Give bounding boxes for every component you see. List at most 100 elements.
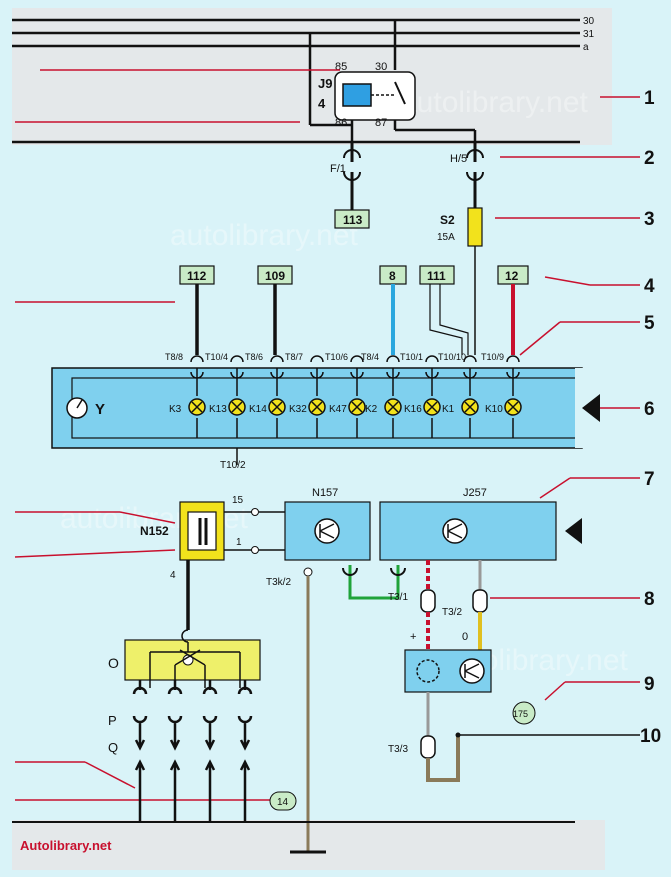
leader-lines [14,69,640,801]
ref-175: 175 [513,709,528,719]
n152-pin-4: 4 [170,570,176,581]
lamp-label: K3 [169,404,182,415]
warning-lamp: K10 [485,368,522,438]
callout-7: 7 [644,469,655,490]
sensor-zero: 0 [462,631,468,643]
relay-name: J9 [318,76,332,91]
warning-lamp: K1 [442,368,479,438]
warning-lamp: K14 [249,368,286,438]
terminal-t3k2: T3k/2 [266,577,291,588]
terminal-t10-2: T10/2 [220,460,246,471]
terminal-connector [386,355,400,379]
callout-3: 3 [644,209,655,230]
terminal-labels: T8/8 T10/4 T8/6 T8/7 T10/6 T8/4 T10/1 T10/10 T10… [165,352,520,379]
lamp-label: K1 [442,404,455,415]
lamp-label: K13 [209,404,227,415]
output-wire [202,680,218,822]
terminal-connector [270,355,284,379]
ref-box-113 [334,209,370,229]
bus-label-a: a [583,42,589,53]
lamp-label: K47 [329,404,347,415]
warning-lamp: K3 [169,368,206,438]
warning-lamp: K16 [404,368,441,438]
distributor-o [124,639,261,681]
module-arrow [565,518,582,544]
distributor-wires [132,680,253,822]
lamp-label: K10 [485,404,503,415]
footer-site: Autolibrary.net [20,838,112,853]
fuse-name: S2 [440,213,455,227]
output-wire [167,680,183,822]
callout-2: 2 [644,148,655,169]
module-n157 [284,501,371,561]
n152-pin-1: 1 [236,537,242,548]
gauge-label: Y [95,401,105,418]
lamp-label: K2 [365,404,378,415]
callout-6: 6 [644,399,655,420]
fuse-s2 [467,207,483,247]
warning-lamp: K13 [209,368,246,438]
callout-1: 1 [644,88,655,109]
distributor-label-q: Q [108,740,118,755]
callout-4: 4 [644,276,655,297]
n152-pin-15: 15 [232,495,244,506]
terminal-connector [463,355,477,379]
terminal-label: T8/6 [245,352,263,362]
terminal-label: T10/4 [205,352,228,362]
connector-h5: H/5 [450,153,467,165]
relay-pin-86: 86 [335,117,347,129]
terminal-connector [230,355,244,379]
terminal-t3-3: T3/3 [388,744,408,755]
power-bus [12,18,580,144]
distributor-label-p: P [108,713,117,728]
callout-9: 9 [644,674,655,695]
terminal-connector [506,355,520,379]
module-n152-label: N152 [140,524,169,538]
terminal-label: T10/9 [481,352,504,362]
lamp-label: K32 [289,404,307,415]
warning-lamp: K47 [329,368,366,438]
relay-pin-87: 87 [375,117,387,129]
terminal-label: T8/4 [361,352,379,362]
ref-8: 8 [389,269,396,283]
ref-113: 113 [343,213,363,227]
ref-111: 111 [427,269,446,283]
terminal-connector [190,355,204,379]
callout-8: 8 [644,589,655,610]
panel-arrow [582,394,600,422]
sensor-plus: + [410,631,416,643]
fuse-rating: 15A [437,232,455,243]
terminal-label: T8/7 [285,352,303,362]
lamp-label: K16 [404,404,422,415]
module-j257 [379,501,557,561]
callout-5: 5 [644,313,655,334]
terminal-label: T10/10 [438,352,466,362]
ref-12: 12 [505,269,519,283]
warning-lamp: K2 [365,368,402,438]
callout-10: 10 [640,726,661,747]
terminal-connector [350,355,364,379]
terminal-t3-1: T3/1 [388,592,408,603]
terminal-t3-2: T3/2 [442,607,462,618]
warning-lamps: K3 K13 K14 K32 K47 K2 K16 K1 K10 [169,368,522,438]
module-j257-label: J257 [463,487,487,499]
terminal-label: T10/6 [325,352,348,362]
ref-14: 14 [277,797,289,808]
lamp-label: K14 [249,404,267,415]
panel-feed-wires [195,284,515,355]
distributor-label-o: O [108,655,119,671]
terminal-label: T8/8 [165,352,183,362]
watermark: autolibrary.net [400,86,589,119]
terminal-label: T10/1 [400,352,423,362]
module-n157-label: N157 [312,487,338,499]
relay-j9 [308,20,477,142]
bus-label-31: 31 [583,29,595,40]
output-wire [237,680,253,822]
connector-f1: F/1 [330,163,346,175]
relay-pin-30: 30 [375,61,387,73]
watermark: autolibrary.net [170,219,359,252]
warning-lamp: K32 [289,368,326,438]
relay-number: 4 [318,96,326,111]
ref-112: 112 [187,269,207,283]
ref-109: 109 [265,269,285,283]
